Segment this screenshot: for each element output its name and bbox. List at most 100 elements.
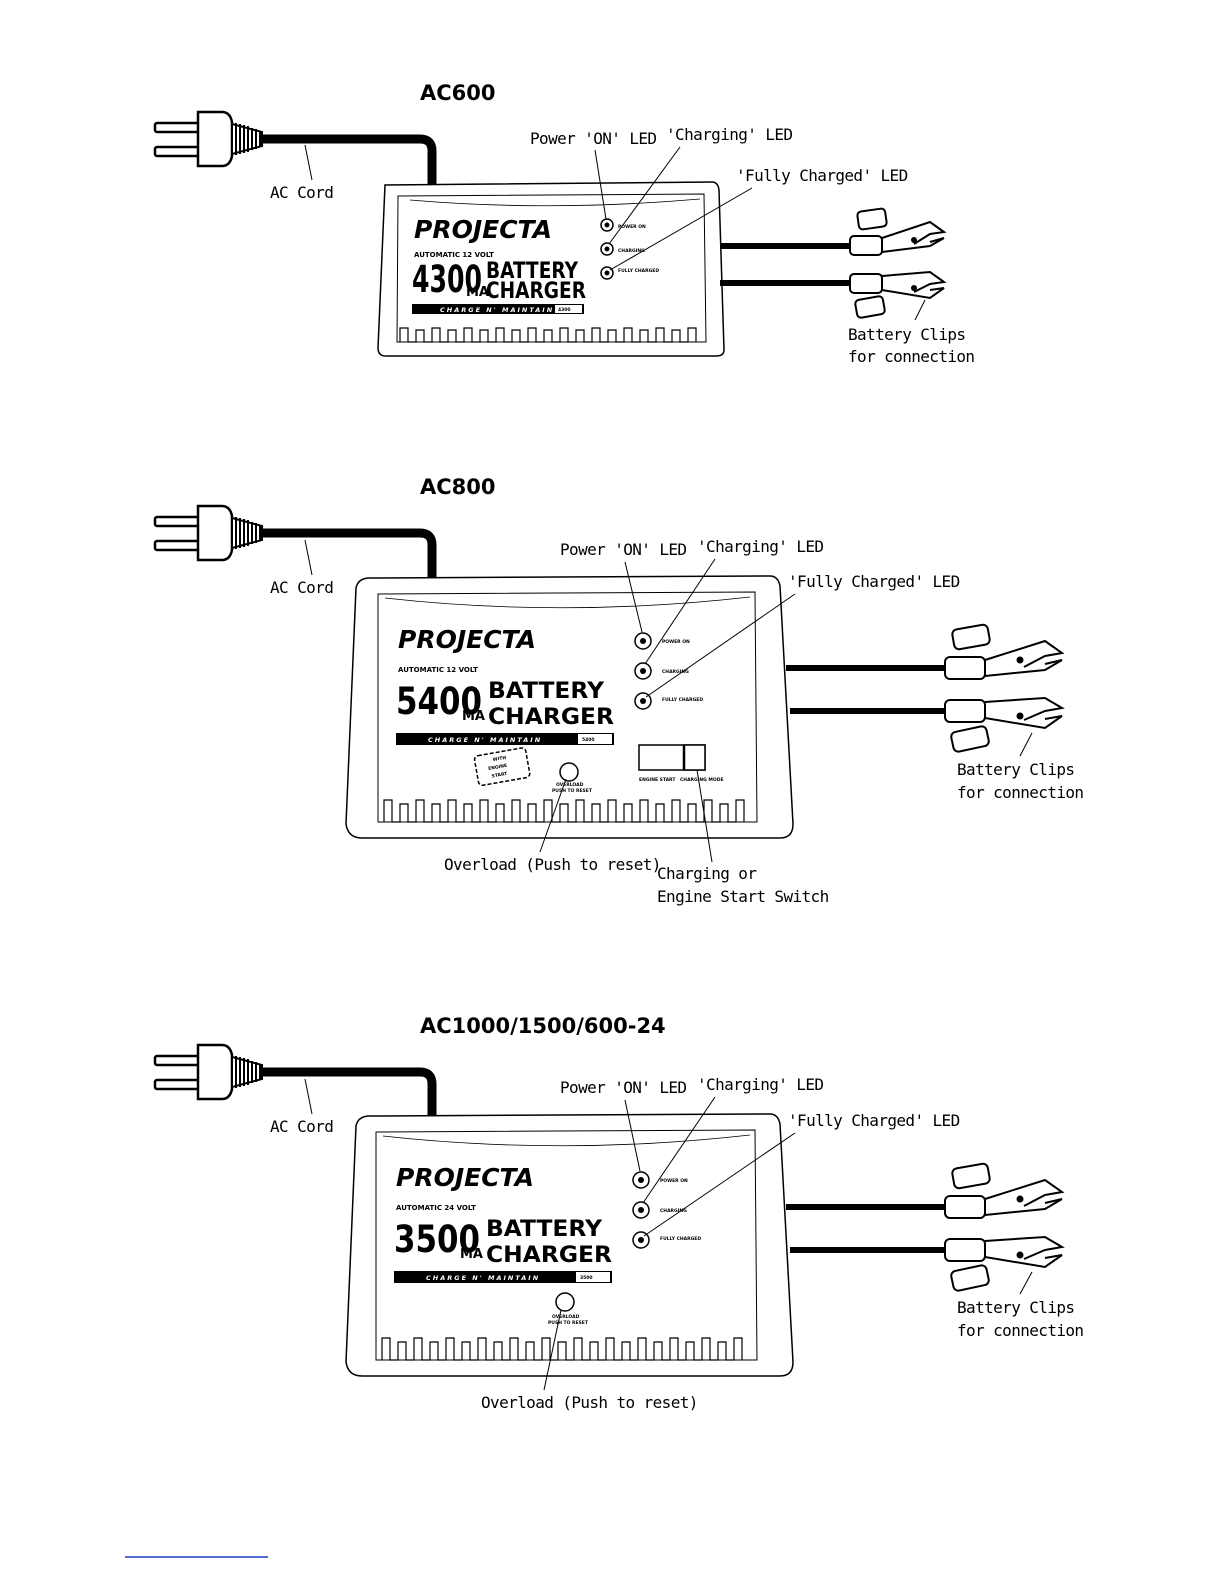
led-label-power: POWER ON [618,224,646,230]
led-label-charging: CHARGING [662,669,689,675]
capacity-number: 4300 [412,258,482,301]
fully-charged-led-icon [632,1231,650,1249]
battery-clip-icon [944,696,1065,753]
model-title: AC800 [420,475,496,499]
title-charger: CHARGER [486,279,586,304]
svg-text:ENGINE: ENGINE [488,763,508,772]
battery-clips-callout: Battery Clips [957,1298,1074,1317]
brand-logo: PROJECTA [396,1163,534,1192]
battery-clip-icon [849,207,947,256]
fully-charged-led-callout: 'Fully Charged' LED [788,1111,960,1130]
overload-callout: Overload (Push to reset) [481,1393,698,1412]
charging-led-icon [632,1201,650,1219]
charging-led-icon [634,662,652,680]
diagram-ac1000: AC1000/1500/600-24 AC Cord PROJECTA AUTO… [153,1014,1084,1412]
led-label-power: POWER ON [662,639,690,645]
ac-cord [262,528,437,578]
power-led-icon [600,218,614,232]
charging-led-callout: 'Charging' LED [697,1075,823,1094]
switch-label-engine-start: ENGINE START [639,777,676,783]
ac-plug-icon [153,504,263,562]
voltage-label: AUTOMATIC 12 VOLT [398,666,478,674]
overload-label: OVERLOAD [552,1314,580,1320]
title-charger: CHARGER [486,1243,612,1268]
strip-number: 3500 [580,1275,593,1281]
mode-switch[interactable] [638,744,706,771]
model-title: AC600 [420,81,496,105]
led-label-fully: FULLY CHARGED [662,697,703,703]
capacity-number: 3500 [394,1218,480,1261]
battery-clip-icon [849,270,947,319]
engine-start-badge: WITH ENGINE START [473,747,531,787]
fully-charged-led-callout: 'Fully Charged' LED [788,572,960,591]
strip-number: 5400 [582,737,595,743]
capacity-unit: MA [462,709,485,724]
diagram-ac800: AC800 AC Cord PROJECTA AUTOMATIC 12 VOLT… [153,475,1084,906]
title-battery: BATTERY [486,1217,603,1242]
charger-housing [345,1113,794,1377]
led-label-fully: FULLY CHARGED [618,268,659,274]
capacity-unit: MA [466,285,489,300]
overload-reset-button[interactable] [559,762,579,782]
capacity-number: 5400 [396,680,482,723]
model-title: AC1000/1500/600-24 [420,1014,666,1038]
overload-label: OVERLOAD [556,782,584,788]
battery-clips-callout-line2: for connection [848,347,974,366]
svg-text:WITH: WITH [492,755,507,763]
battery-clip-icon [944,1162,1065,1219]
diagram-ac600: AC600 AC Cord PROJECTA AUTOMATIC 12 VOLT… [153,81,975,366]
strip-text: CHARGE N' MAINTAIN [440,306,554,314]
power-led-callout: Power 'ON' LED [560,540,686,559]
ac-cord [262,1067,437,1116]
ac-cord-label: AC Cord [270,1117,333,1136]
strip-text: CHARGE N' MAINTAIN [428,736,542,744]
brand-logo: PROJECTA [398,625,536,654]
switch-label-charging-mode: CHARGING MODE [680,777,724,783]
power-led-callout: Power 'ON' LED [530,129,656,148]
led-label-charging: CHARGING [660,1208,687,1214]
switch-callout-line2: Engine Start Switch [657,887,829,906]
ac-plug-icon [153,110,263,168]
battery-clip-icon [944,1235,1065,1292]
overload-callout: Overload (Push to reset) [444,855,661,874]
overload-sublabel: PUSH TO RESET [552,788,593,794]
overload-sublabel: PUSH TO RESET [548,1320,589,1326]
ac-cord [262,134,437,185]
switch-callout: Charging or [657,864,757,883]
charging-led-callout: 'Charging' LED [666,125,792,144]
charging-led-icon [600,242,614,256]
fully-charged-led-callout: 'Fully Charged' LED [736,166,908,185]
strip-text: CHARGE N' MAINTAIN [426,1274,540,1282]
battery-clips-callout-line2: for connection [957,783,1083,802]
title-battery: BATTERY [488,679,605,704]
power-led-icon [632,1171,650,1189]
battery-clips-callout-line2: for connection [957,1321,1083,1340]
overload-reset-button[interactable] [555,1292,575,1312]
fully-charged-led-icon [634,692,652,710]
charging-led-callout: 'Charging' LED [697,537,823,556]
led-label-charging: CHARGING [618,248,645,254]
power-led-callout: Power 'ON' LED [560,1078,686,1097]
voltage-label: AUTOMATIC 12 VOLT [414,251,494,259]
vent-grille [381,1337,743,1361]
title-battery: BATTERY [486,259,579,284]
strip-number: 4300 [558,307,571,313]
title-charger: CHARGER [488,705,614,730]
battery-clips-callout: Battery Clips [957,760,1074,779]
led-label-fully: FULLY CHARGED [660,1236,701,1242]
power-led-icon [634,632,652,650]
vent-grille [383,799,745,823]
battery-clip-icon [944,623,1065,680]
charger-housing [345,575,794,839]
ac-plug-icon [153,1043,263,1101]
capacity-unit: MA [460,1247,483,1262]
vent-grille [399,327,697,343]
brand-logo: PROJECTA [414,215,552,244]
voltage-label: AUTOMATIC 24 VOLT [396,1204,476,1212]
led-label-power: POWER ON [660,1178,688,1184]
battery-clips-callout: Battery Clips [848,325,965,344]
ac-cord-label: AC Cord [270,578,333,597]
ac-cord-label: AC Cord [270,183,333,202]
svg-text:START: START [491,771,508,780]
